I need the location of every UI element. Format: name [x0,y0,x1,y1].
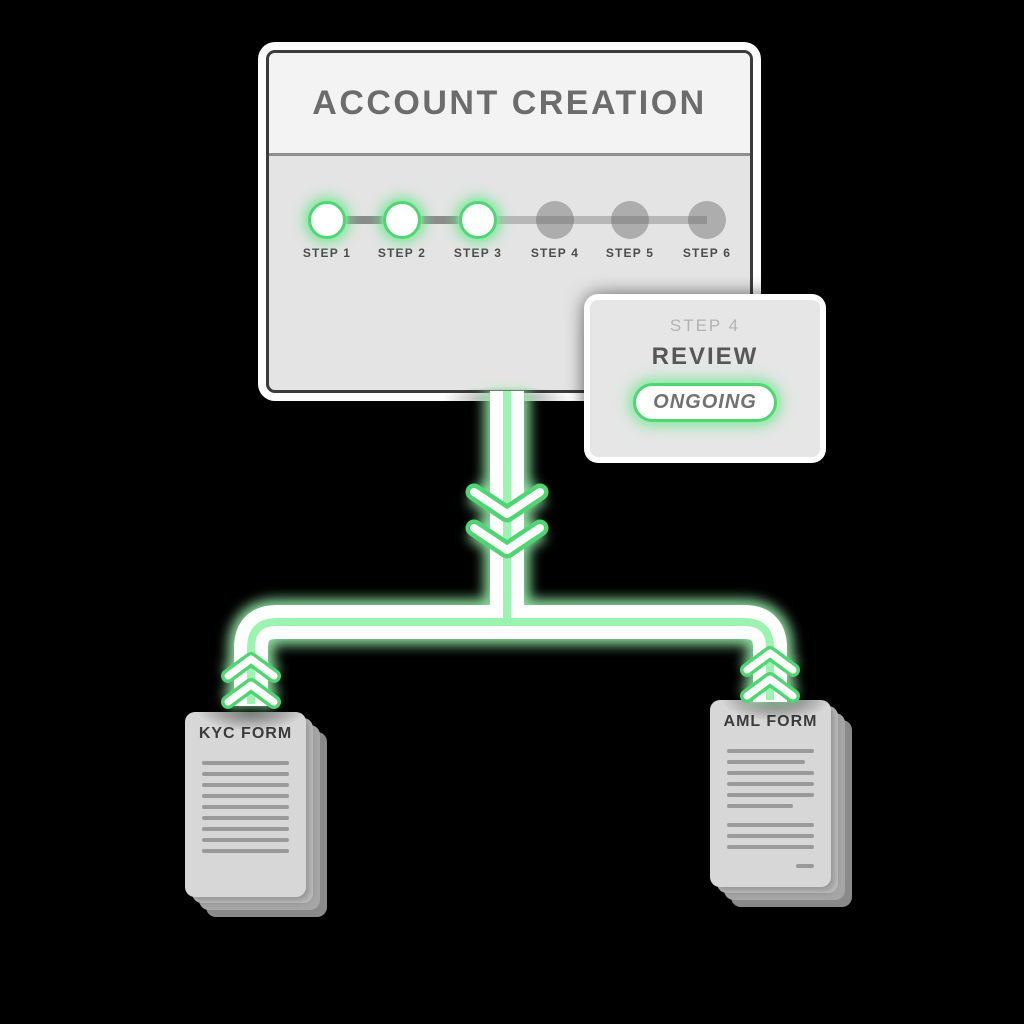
doc-text-line [202,761,289,765]
step-label-6: STEP 6 [682,246,732,260]
doc-text-line [727,834,814,838]
kyc-form-document: KYC FORM [185,712,327,917]
detail-step-label: STEP 4 [669,316,741,335]
kyc-double-chevron-up-icon [221,652,281,709]
doc-text-line [202,838,289,842]
doc-text-line [202,772,289,776]
aml-double-chevron-up-icon [740,646,800,703]
doc-text-line [727,804,794,808]
step-label-4: STEP 4 [530,246,580,260]
step-dot-5 [611,201,649,239]
doc-text-line [727,749,814,753]
step-label-1: STEP 1 [302,246,352,260]
step-label-5: STEP 5 [605,246,655,260]
step-dot-6 [688,201,726,239]
aml-form-title: AML FORM [723,713,818,730]
doc-text-line [727,823,814,827]
doc-text-line [202,805,289,809]
step-dot-4 [536,201,574,239]
stepper-track-pending [478,216,707,224]
step-label-3: STEP 3 [453,246,503,260]
doc-text-line [202,783,289,787]
double-chevron-down-icon [465,483,549,559]
account-creation-header: ACCOUNT CREATION [269,53,750,156]
doc-text-line [727,771,814,775]
stepper: STEP 1 STEP 2 STEP 3 STEP 4 STEP 5 STEP … [269,156,750,393]
account-creation-card: ACCOUNT CREATION STEP 1 STEP 2 STEP 3 ST… [266,50,753,393]
kyc-page-front: KYC FORM [185,712,306,897]
doc-text-line [727,760,806,764]
doc-text-line [202,827,289,831]
step-label-2: STEP 2 [377,246,427,260]
detail-title: REVIEW [651,343,759,370]
kyc-form-title: KYC FORM [198,725,293,742]
step-dot-3 [459,201,497,239]
doc-text-line [795,864,814,868]
aml-form-text-lines [710,731,831,868]
doc-text-line [727,782,814,786]
status-badge: ONGOING [633,383,777,422]
page-title: ACCOUNT CREATION [312,83,707,122]
aml-form-document: AML FORM [710,700,852,907]
doc-text-line [202,849,289,853]
step4-detail-card: STEP 4 REVIEW ONGOING [590,300,820,457]
doc-text-line [727,845,814,849]
step-dot-1 [308,201,346,239]
step-dot-2 [383,201,421,239]
doc-text-line [202,794,289,798]
doc-text-line [202,816,289,820]
aml-page-front: AML FORM [710,700,831,887]
doc-text-line [727,793,814,797]
kyc-form-text-lines [185,743,306,853]
